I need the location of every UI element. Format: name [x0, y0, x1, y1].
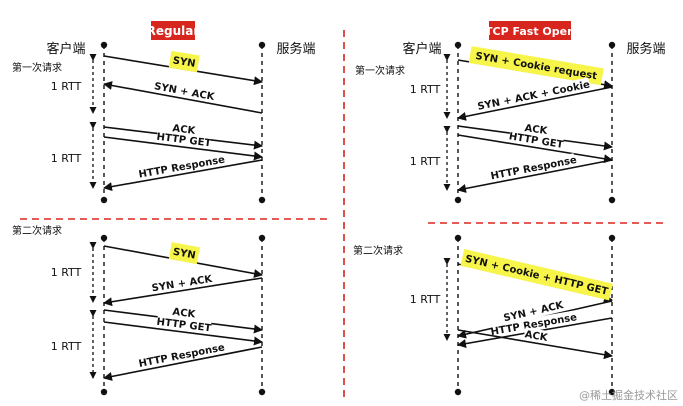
- regular-first-label-text-1: SYN: [172, 55, 196, 70]
- tfo-first-request-label: 第一次请求: [355, 64, 405, 77]
- tfo-second-label-bg-2: [502, 298, 565, 325]
- regular-first-arrow-4: [103, 136, 263, 161]
- regular-second-label-text-1: SYN: [172, 247, 196, 262]
- tfo-first-arrow-5: [457, 159, 613, 193]
- regular-second-label-bg-4: [156, 314, 212, 335]
- regular-second-label-bg-3: [171, 304, 197, 321]
- tfo-second-label-text-1: SYN + Cookie + HTTP GET: [464, 254, 609, 298]
- regular-first-arrow-5: [103, 159, 263, 192]
- regular-second-label-3: ACK: [171, 304, 197, 321]
- regular-first-request-label: 第一次请求: [12, 61, 62, 74]
- tfo-first-label-5: HTTP Response: [490, 153, 578, 183]
- rtt-label-tfo-first-1: 1 RTT: [410, 83, 441, 96]
- tfo-tag: TCP Fast Open: [485, 25, 575, 38]
- tfo-first-arrow-2: [457, 86, 613, 121]
- regular-second-label-bg-2: [151, 271, 213, 295]
- regular-tag: Regular: [147, 24, 200, 38]
- tfo-first-arrow-4: [457, 134, 613, 164]
- rtt-brackets: [89, 54, 451, 379]
- watermark: @稀土掘金技术社区: [579, 388, 678, 402]
- regular-first-label-5: HTTP Response: [138, 152, 226, 181]
- regular-second-label-1: SYN: [168, 242, 200, 265]
- tfo-tag-bg: [489, 21, 571, 40]
- regular-second-request-label: 第二次请求: [12, 224, 62, 237]
- regular-second-highlight-1: [168, 242, 200, 265]
- tfo-first-label-bg-4: [508, 129, 564, 151]
- regular-second-arrow-2: [103, 277, 263, 307]
- tfo-second-request-label: 第二次请求: [353, 244, 403, 257]
- lifeline-dots: [100, 41, 616, 396]
- tfo-first-highlight-1: [468, 46, 604, 86]
- regular-tag-bg: [151, 21, 195, 40]
- regular-first-label-text-5: HTTP Response: [138, 155, 226, 181]
- tfo-first-label-text-2: SYN + ACK + Cookie: [477, 79, 591, 112]
- regular-second-arrow-4: [103, 321, 263, 346]
- tfo-client-label: 客户端: [402, 41, 441, 57]
- tfo-second-arrow-4: [457, 329, 613, 360]
- tfo-second-label-bg-3: [491, 310, 577, 338]
- tfo-server-label: 服务端: [626, 41, 665, 57]
- rtt-label-regular-second-1: 1 RTT: [51, 266, 82, 279]
- rtt-label-regular-second-2: 1 RTT: [51, 340, 82, 353]
- regular-client-label: 客户端: [46, 41, 85, 57]
- rtt-label-tfo-first-2: 1 RTT: [410, 155, 441, 168]
- tfo-second-label-4: ACK: [523, 327, 549, 344]
- regular-first-arrow-2: [103, 81, 263, 114]
- rtt-label-regular-first-2: 1 RTT: [51, 152, 82, 165]
- regular-second-label-5: HTTP Response: [138, 340, 226, 370]
- rtt-label-regular-first-1: 1 RTT: [51, 80, 82, 93]
- regular-first-label-bg-2: [153, 79, 216, 103]
- regular-second-label-text-3: ACK: [172, 307, 197, 321]
- tfo-second-label-bg-4: [523, 327, 550, 345]
- regular-first-label-bg-4: [156, 129, 212, 150]
- tfo-first-label-bg-2: [476, 77, 591, 113]
- tfo-second-label-text-4: ACK: [524, 329, 550, 344]
- regular-second-label-bg-5: [139, 340, 225, 370]
- tfo-second-label-1: SYN + Cookie + HTTP GET: [460, 249, 613, 301]
- regular-first-label-1: SYN: [168, 50, 200, 73]
- tfo-second-highlight-1: [460, 249, 613, 301]
- tfo-first-label-bg-5: [491, 153, 577, 183]
- regular-first-label-text-2: SYN + ACK: [153, 81, 216, 103]
- regular-first-highlight-1: [168, 50, 200, 73]
- lifelines: [103, 45, 613, 392]
- regular-server-label: 服务端: [276, 41, 315, 57]
- regular-first-label-bg-5: [139, 152, 225, 181]
- regular-second-arrow-5: [103, 346, 263, 381]
- rtt-label-tfo-second: 1 RTT: [410, 293, 441, 306]
